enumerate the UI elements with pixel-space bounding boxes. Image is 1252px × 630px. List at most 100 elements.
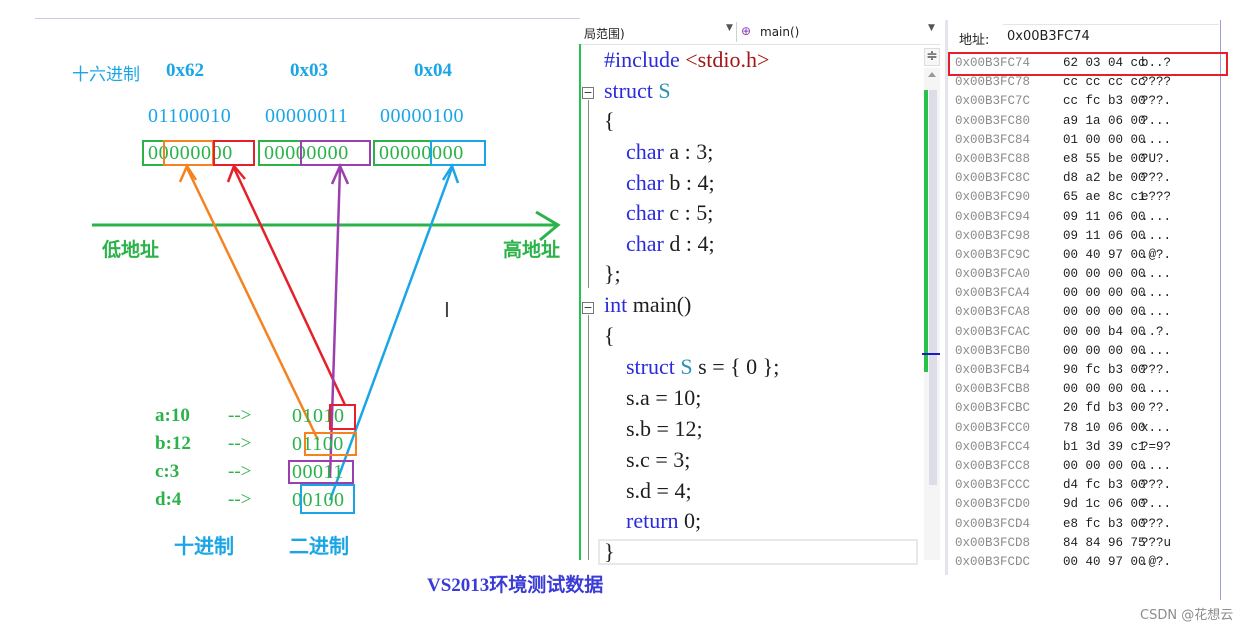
code-line[interactable]: char a : 3; [604,139,713,165]
field-d-label: d:4 [155,489,182,510]
hex-value-1: 0x03 [290,60,328,81]
memory-address: 0x00B3FC9C [955,247,1031,262]
code-editor[interactable]: 局范围) ▼ ⊕ main() ▼ #include <stdio.h> stru… [578,20,940,565]
address-label: 地址: [959,33,990,48]
memory-ascii: ?U?. [1141,151,1172,166]
memory-ascii: ?... [1141,113,1172,128]
memory-address: 0x00B3FC88 [955,151,1031,166]
code-line[interactable]: s.b = 12; [604,416,703,442]
memory-ascii: .... [1141,228,1172,243]
function-dropdown[interactable]: main() [760,25,800,39]
memory-address: 0x00B3FCAC [955,324,1031,339]
collapse-main-icon[interactable]: − [582,301,594,314]
memory-address: 0x00B3FC84 [955,132,1031,147]
binary-byte-2: 00000100 [380,105,464,127]
memory-row-highlight [948,52,1228,76]
top-divider [35,18,580,19]
memory-address: 0x00B3FCBC [955,401,1031,416]
memory-ascii: .@?. [1141,247,1172,262]
memory-ascii: ???. [1141,363,1172,377]
keyword-token: return [604,508,685,533]
memory-ascii: ???. [1141,478,1172,493]
code-line[interactable]: return 0; [604,508,701,534]
code-line[interactable]: }; [604,261,621,287]
scope-dropdown[interactable]: 局范围) [584,27,625,41]
code-line[interactable]: s.a = 10; [604,385,701,411]
memory-address: 0x00B3FC80 [955,113,1031,128]
code-line[interactable]: struct S s = { 0 }; [604,354,779,380]
address-input[interactable]: 0x00B3FC74 [1003,24,1219,46]
arrow-field-c [328,167,342,479]
memory-address: 0x00B3FCB4 [955,363,1031,377]
code-line[interactable]: #include <stdio.h> [604,47,769,73]
code-line[interactable]: struct S [604,78,671,104]
field-d-highlight [300,484,355,514]
code-line[interactable]: char c : 5; [604,200,713,226]
memory-bytes: 00 00 b4 00 [1063,324,1146,339]
code-line[interactable]: { [604,108,615,134]
code-token: s.a = 10; [604,385,702,410]
memory-address: 0x00B3FCD8 [955,535,1031,550]
memory-ascii: .... [1141,209,1172,224]
chevron-down-icon[interactable]: ▼ [928,23,935,33]
scrollbar-track[interactable] [929,90,937,485]
code-line[interactable]: } [604,539,615,565]
split-window-icon[interactable]: ≑ [924,48,940,66]
memory-address: 0x00B3FCD4 [955,516,1031,531]
memory-bytes: 00 00 00 00 [1063,343,1146,358]
code-line[interactable]: char b : 4; [604,170,715,196]
memory-address: 0x00B3FCC4 [955,439,1031,454]
caption: VS2013环境测试数据 [427,575,604,596]
code-line[interactable]: s.c = 3; [604,447,690,473]
scroll-up-icon[interactable] [928,72,936,77]
memory-row[interactable]: 0x00B3FC90 65 ae 8c c1e??? [955,188,1171,207]
field-c-binary: 00011 [292,461,344,483]
memory-ascii: e??? [1141,190,1172,205]
vertical-scrollbar[interactable] [922,68,940,560]
memory-bytes: d8 a2 be 00 [1063,171,1146,186]
code-line[interactable]: int main() [604,292,691,318]
code-line[interactable]: { [604,323,615,349]
keyword-token: struct [604,354,681,379]
code-line[interactable]: char d : 4; [604,231,715,257]
code-line[interactable]: s.d = 4; [604,478,692,504]
memory-address: 0x00B3FC90 [955,190,1031,205]
navigation-bar: 局范围) ▼ ⊕ main() ▼ [578,20,940,45]
memory-bytes: 00 00 00 00 [1063,267,1146,282]
arrowhead-field-c [330,162,350,185]
binary-byte-0: 01100010 [148,105,232,127]
address-axis-arrowhead [535,210,561,242]
collapse-struct-icon[interactable]: − [582,86,594,99]
memory-ascii: .@?. [1141,554,1172,569]
chevron-down-icon[interactable]: ▼ [726,23,733,33]
memory-bytes: 65 ae 8c c1 [1063,190,1146,205]
